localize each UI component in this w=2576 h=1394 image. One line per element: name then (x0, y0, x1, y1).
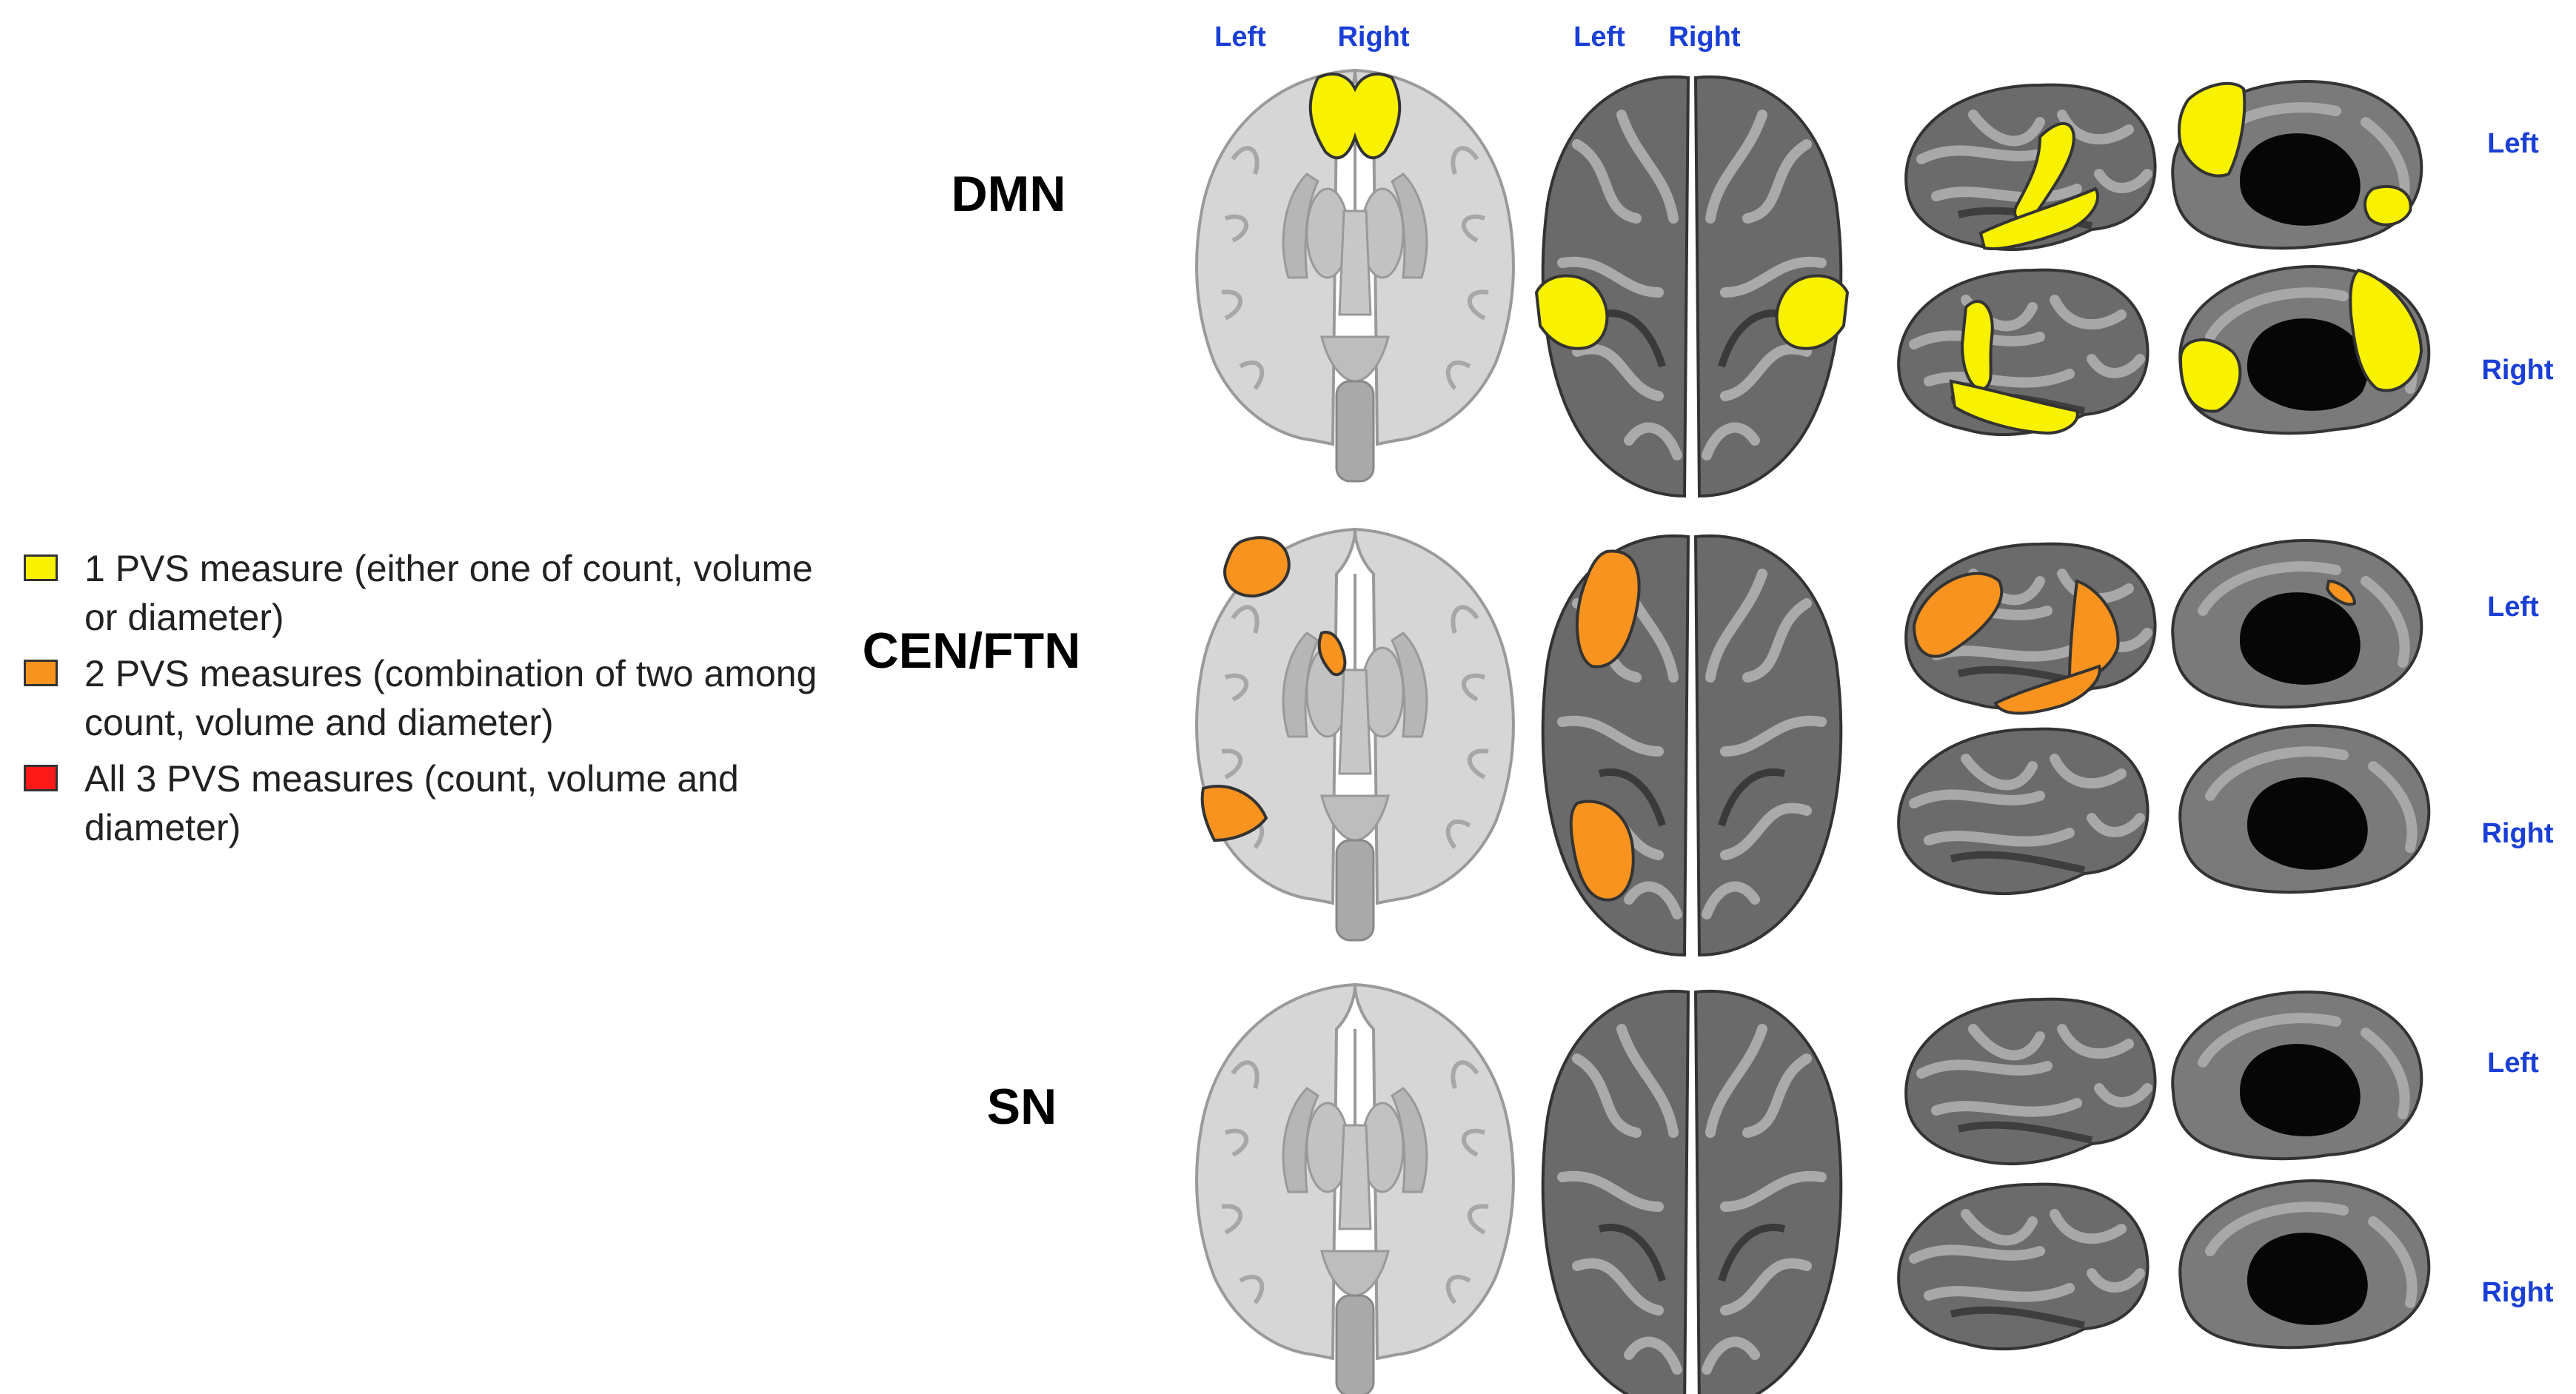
legend-swatch-one-measure (24, 554, 58, 581)
dmn-dorsal-view (1534, 77, 1850, 496)
dorsal-header-left: Left (1573, 21, 1625, 53)
sn-right-medial (2180, 1181, 2429, 1347)
sn-right-lateral (1898, 1184, 2147, 1349)
sn-left-medial (2172, 992, 2421, 1159)
cen-right-lateral (1898, 729, 2147, 894)
cen-left-medial (2172, 540, 2421, 707)
axial-header-left: Left (1214, 21, 1266, 53)
sn-axial-slice (1197, 985, 1513, 1394)
dmn-left-medial (2172, 81, 2421, 248)
sn-left-lateral (1906, 999, 2155, 1164)
cen-axial-roi-frontal (1223, 536, 1291, 598)
legend-label-three-measures: All 3 PVS measures (count, volume and di… (84, 758, 739, 848)
cen-right-medial (2180, 726, 2429, 892)
hemisphere-label-right-cen: Right (2481, 818, 2553, 849)
dmn-axial-roi-medial-frontal (1308, 73, 1402, 160)
dmn-right-medial (2180, 267, 2429, 433)
dmn-lateral-roi-right-2 (1949, 379, 2079, 435)
legend-item-one-measure: 1 PVS measure (either one of count, volu… (24, 544, 823, 642)
legend-item-two-measures: 2 PVS measures (combination of two among… (24, 649, 823, 747)
axial-header-right: Right (1337, 21, 1409, 53)
legend: 1 PVS measure (either one of count, volu… (24, 544, 823, 859)
legend-label-two-measures: 2 PVS measures (combination of two among… (84, 653, 817, 743)
dorsal-header-right: Right (1668, 21, 1740, 53)
dmn-right-lateral (1898, 270, 2147, 435)
network-label-cen-ftn: CEN/FTN (863, 623, 1081, 679)
cen-dorsal-view (1543, 536, 1841, 955)
network-label-dmn: DMN (951, 166, 1066, 222)
hemisphere-label-left-dmn: Left (2487, 128, 2539, 159)
dmn-medial-roi-right-1 (2349, 268, 2423, 392)
cen-dorsal-roi-frontal (1576, 549, 1641, 668)
hemisphere-label-right-dmn: Right (2481, 355, 2553, 386)
legend-label-one-measure: 1 PVS measure (either one of count, volu… (84, 548, 813, 638)
sn-dorsal-view (1543, 991, 1841, 1394)
cen-lateral-roi-frontal (1912, 572, 2004, 658)
cen-dorsal-roi-parietal (1569, 800, 1635, 902)
legend-swatch-three-measures (24, 765, 58, 791)
hemisphere-label-left-sn: Left (2487, 1048, 2539, 1079)
dmn-medial-roi-left-2 (2363, 184, 2412, 227)
dmn-medial-roi-left-1 (2178, 81, 2247, 178)
dmn-lateral-roi-right-1 (1960, 300, 1994, 391)
cen-axial-roi-parietal (1200, 784, 1268, 842)
network-label-sn: SN (987, 1079, 1057, 1135)
legend-swatch-two-measures (24, 660, 58, 686)
cen-axial-slice (1197, 529, 1513, 940)
dmn-lateral-roi-left-2 (1978, 187, 2100, 250)
dmn-axial-slice (1197, 70, 1513, 481)
dmn-dorsal-roi-left-parietal (1534, 274, 1609, 350)
dmn-medial-roi-right-2 (2178, 338, 2242, 413)
hemisphere-label-right-sn: Right (2481, 1277, 2553, 1308)
cen-axial-roi-caudate (1317, 631, 1347, 677)
legend-item-three-measures: All 3 PVS measures (count, volume and di… (24, 754, 823, 852)
cen-lateral-roi-temporal (1993, 664, 2101, 715)
cen-medial-roi-cingulate (2325, 579, 2357, 606)
dmn-left-lateral (1906, 85, 2155, 249)
cen-left-lateral (1906, 544, 2155, 715)
hemisphere-label-left-cen: Left (2487, 592, 2539, 623)
dmn-dorsal-roi-right-parietal (1775, 274, 1850, 350)
